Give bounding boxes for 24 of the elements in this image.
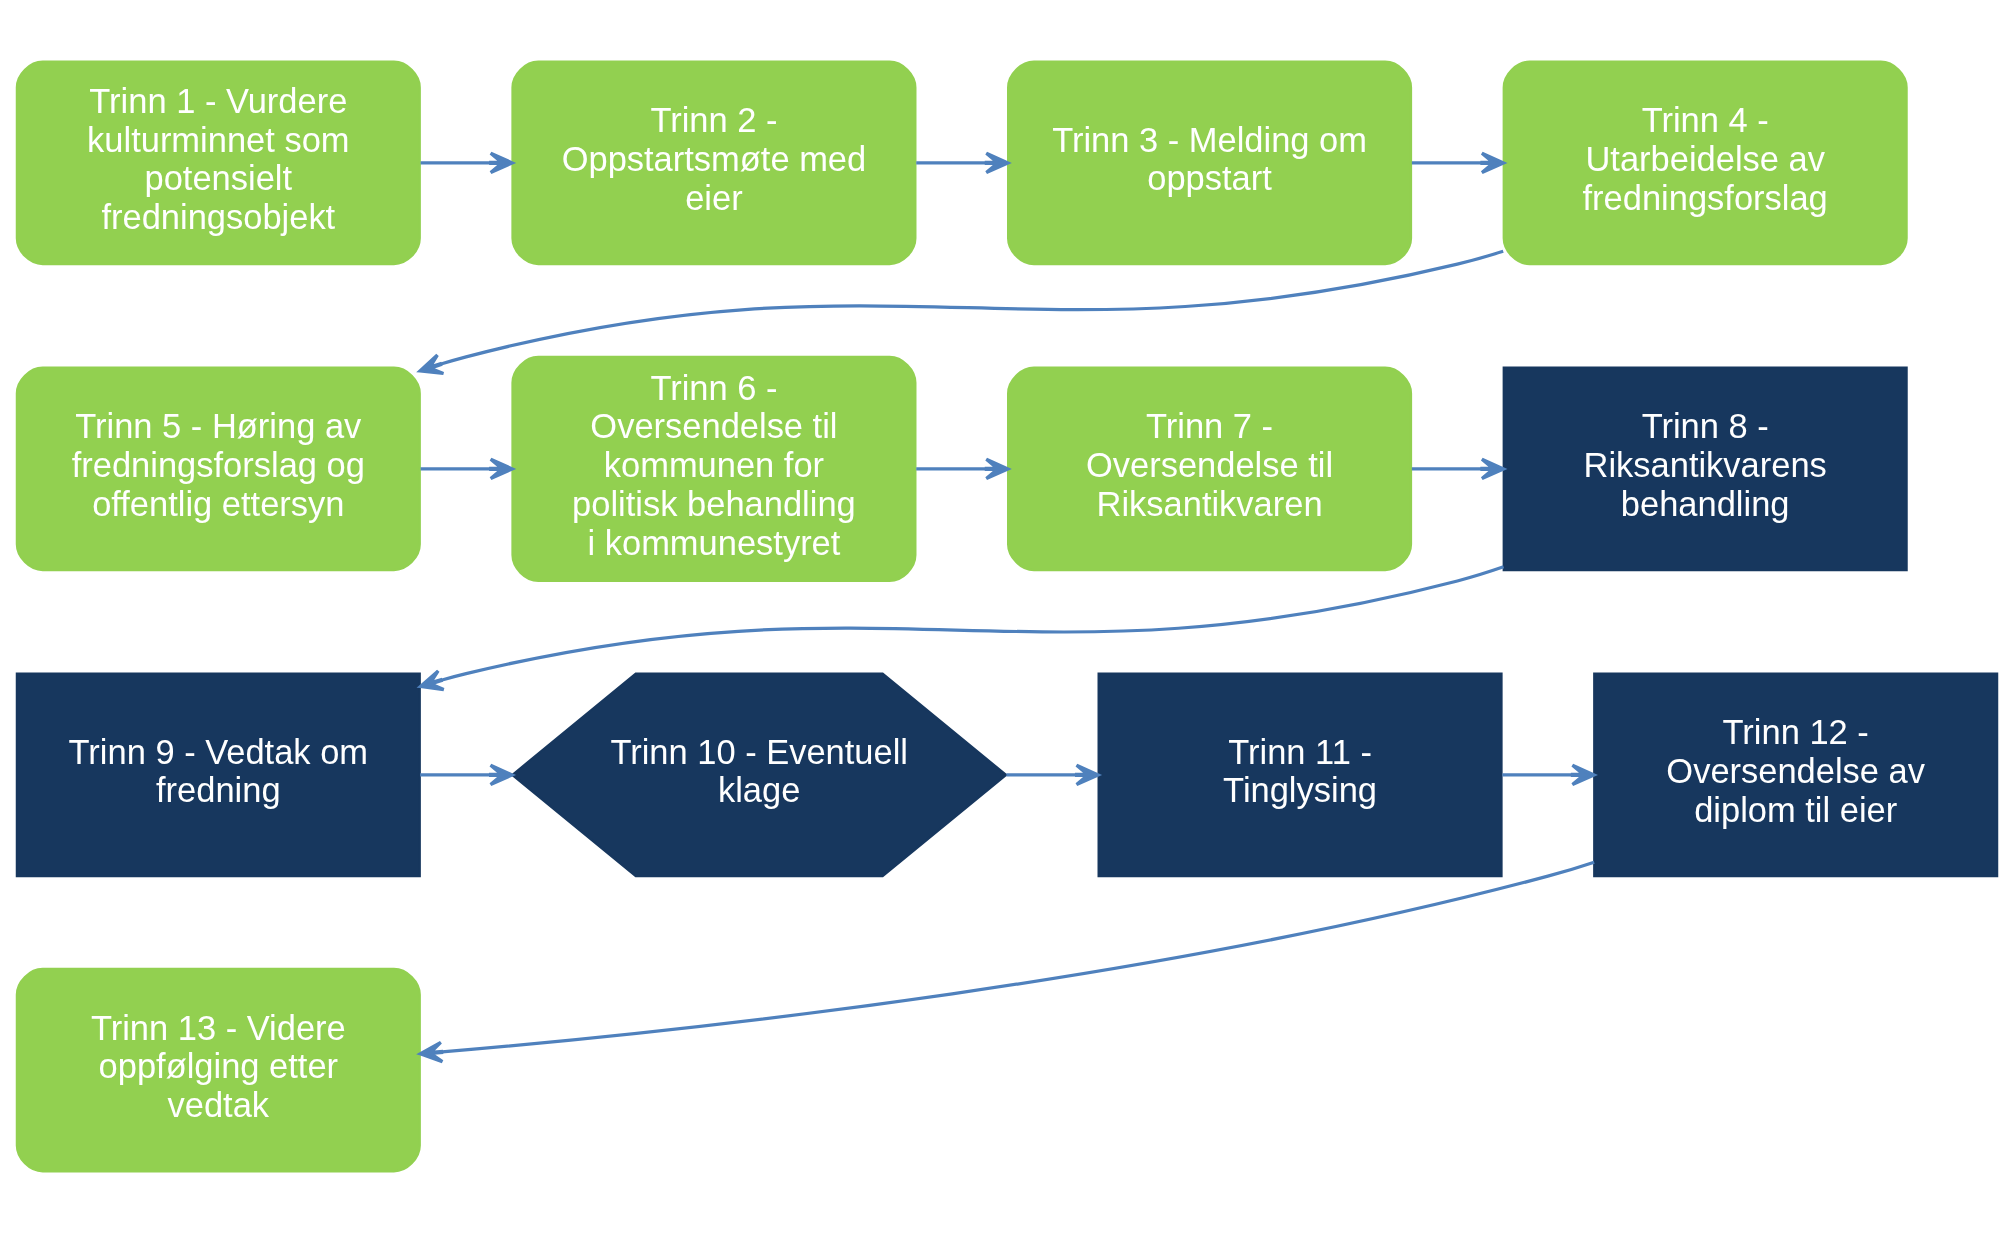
arrow [1006, 763, 1100, 787]
arrow [418, 860, 1595, 1064]
node-box: Trinn 2 - Oppstartsmøte med eier [511, 60, 917, 266]
arrow [916, 151, 1010, 175]
node-box: Trinn 13 - Videre oppfølging etter vedtak [15, 967, 421, 1173]
arrow [420, 151, 514, 175]
node-box: Trinn 9 - Vedtak om fredning [15, 672, 421, 878]
node-box: Trinn 5 - Høring av fredningsforslag og offentlig ettersyn [15, 366, 421, 572]
node-box: Trinn 1 - Vurdere kulturminnet som potensielt fredningsobjekt [15, 60, 421, 266]
arrow [1502, 763, 1596, 787]
arrow [1411, 151, 1506, 175]
arrow [418, 249, 1504, 376]
arrow [420, 457, 514, 481]
node-box: Trinn 12 - Oversendelse av diplom til eier [1593, 672, 1999, 878]
arrow [1411, 457, 1506, 481]
node-box: Trinn 11 - Tinglysing [1097, 672, 1503, 878]
arrow [916, 457, 1010, 481]
node-box: Trinn 7 - Oversendelse til Riksantikvaren [1007, 366, 1413, 572]
arrow [418, 565, 1505, 692]
node-box: Trinn 6 - Oversendelse til kommunen for politisk behandling i kommunestyret [511, 355, 917, 582]
node-box: Trinn 3 - Melding om oppstart [1007, 60, 1413, 266]
node-box: Trinn 4 - Utarbeidelse av fredningsforslag [1502, 60, 1908, 266]
node-box: Trinn 8 - Riksantikvarens behandling [1502, 366, 1908, 572]
arrow [420, 763, 514, 787]
